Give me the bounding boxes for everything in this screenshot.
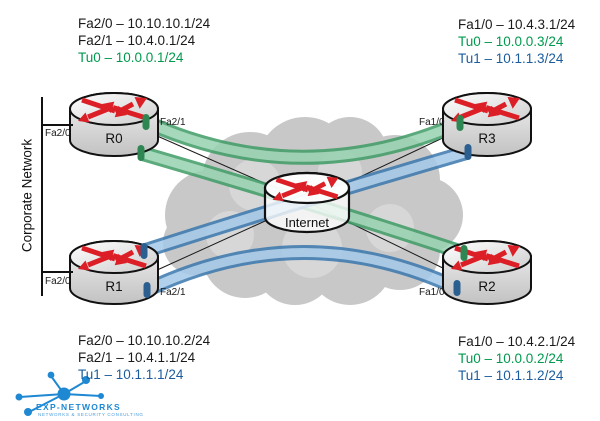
ip-annotation-r0: Fa2/0 – 10.10.10.1/24 Fa2/1 – 10.4.0.1/2… (78, 15, 210, 66)
router-label-r3: R3 (478, 131, 496, 146)
lan-stub-r1 (43, 271, 73, 273)
annotation-line: Fa2/1 – 10.4.1.1/24 (78, 350, 196, 365)
lan-stub-r0 (43, 124, 73, 126)
corporate-network-line (41, 97, 43, 296)
corporate-network-label: Corporate Network (19, 138, 35, 253)
exp-networks-logo-tagline: NETWORKS & SECURITY CONSULTING (38, 412, 144, 417)
annotation-line-tunnel: Tu1 – 10.1.1.3/24 (458, 51, 564, 66)
annotation-line-tunnel: Tu0 – 10.0.0.1/24 (78, 50, 184, 65)
interface-label-r1-lan: Fa2/0 (45, 276, 71, 287)
router-label-r0: R0 (105, 131, 123, 146)
router-label-r1: R1 (105, 279, 123, 294)
annotation-line-tunnel: Tu0 – 10.0.0.3/24 (458, 34, 564, 49)
interface-label-r0-lan: Fa2/0 (45, 128, 71, 139)
exp-networks-logo-text: EXP-NETWORKS (36, 402, 122, 412)
interface-label-r0-wan: Fa2/1 (160, 117, 186, 128)
internet-router-icon (263, 171, 351, 234)
annotation-line: Fa1/0 – 10.4.3.1/24 (458, 17, 576, 32)
ip-annotation-r2: Fa1/0 – 10.4.2.1/24 Tu0 – 10.0.0.2/24 Tu… (458, 333, 575, 384)
annotation-line: Fa2/0 – 10.10.10.2/24 (78, 333, 211, 348)
tunnel-blue-r1-r2 (143, 245, 461, 297)
annotation-line: Fa2/0 – 10.10.10.1/24 (78, 16, 211, 31)
tunnel-green-r0-r3 (142, 115, 463, 165)
annotation-line-tunnel: Tu1 – 10.1.1.1/24 (78, 367, 184, 382)
router-icon-r3 (442, 92, 532, 157)
exp-networks-logo-icon (15, 371, 104, 416)
annotation-line-tunnel: Tu0 – 10.0.0.2/24 (458, 351, 564, 366)
annotation-line-tunnel: Tu1 – 10.1.1.2/24 (458, 368, 564, 383)
ip-annotation-r1: Fa2/0 – 10.10.10.2/24 Fa2/1 – 10.4.1.1/2… (78, 332, 210, 383)
annotation-line: Fa1/0 – 10.4.2.1/24 (458, 334, 576, 349)
annotation-line: Fa2/1 – 10.4.0.1/24 (78, 33, 196, 48)
internet-label: Internet (284, 215, 330, 230)
interface-label-r1-wan: Fa2/1 (160, 287, 186, 298)
interface-label-r3-wan: Fa1/0 (419, 117, 445, 128)
tunnel-endpoints (137, 114, 472, 298)
router-label-r2: R2 (478, 279, 496, 294)
interface-label-r2-wan: Fa1/0 (419, 287, 445, 298)
ip-annotation-r3: Fa1/0 – 10.4.3.1/24 Tu0 – 10.0.0.3/24 Tu… (458, 16, 575, 67)
